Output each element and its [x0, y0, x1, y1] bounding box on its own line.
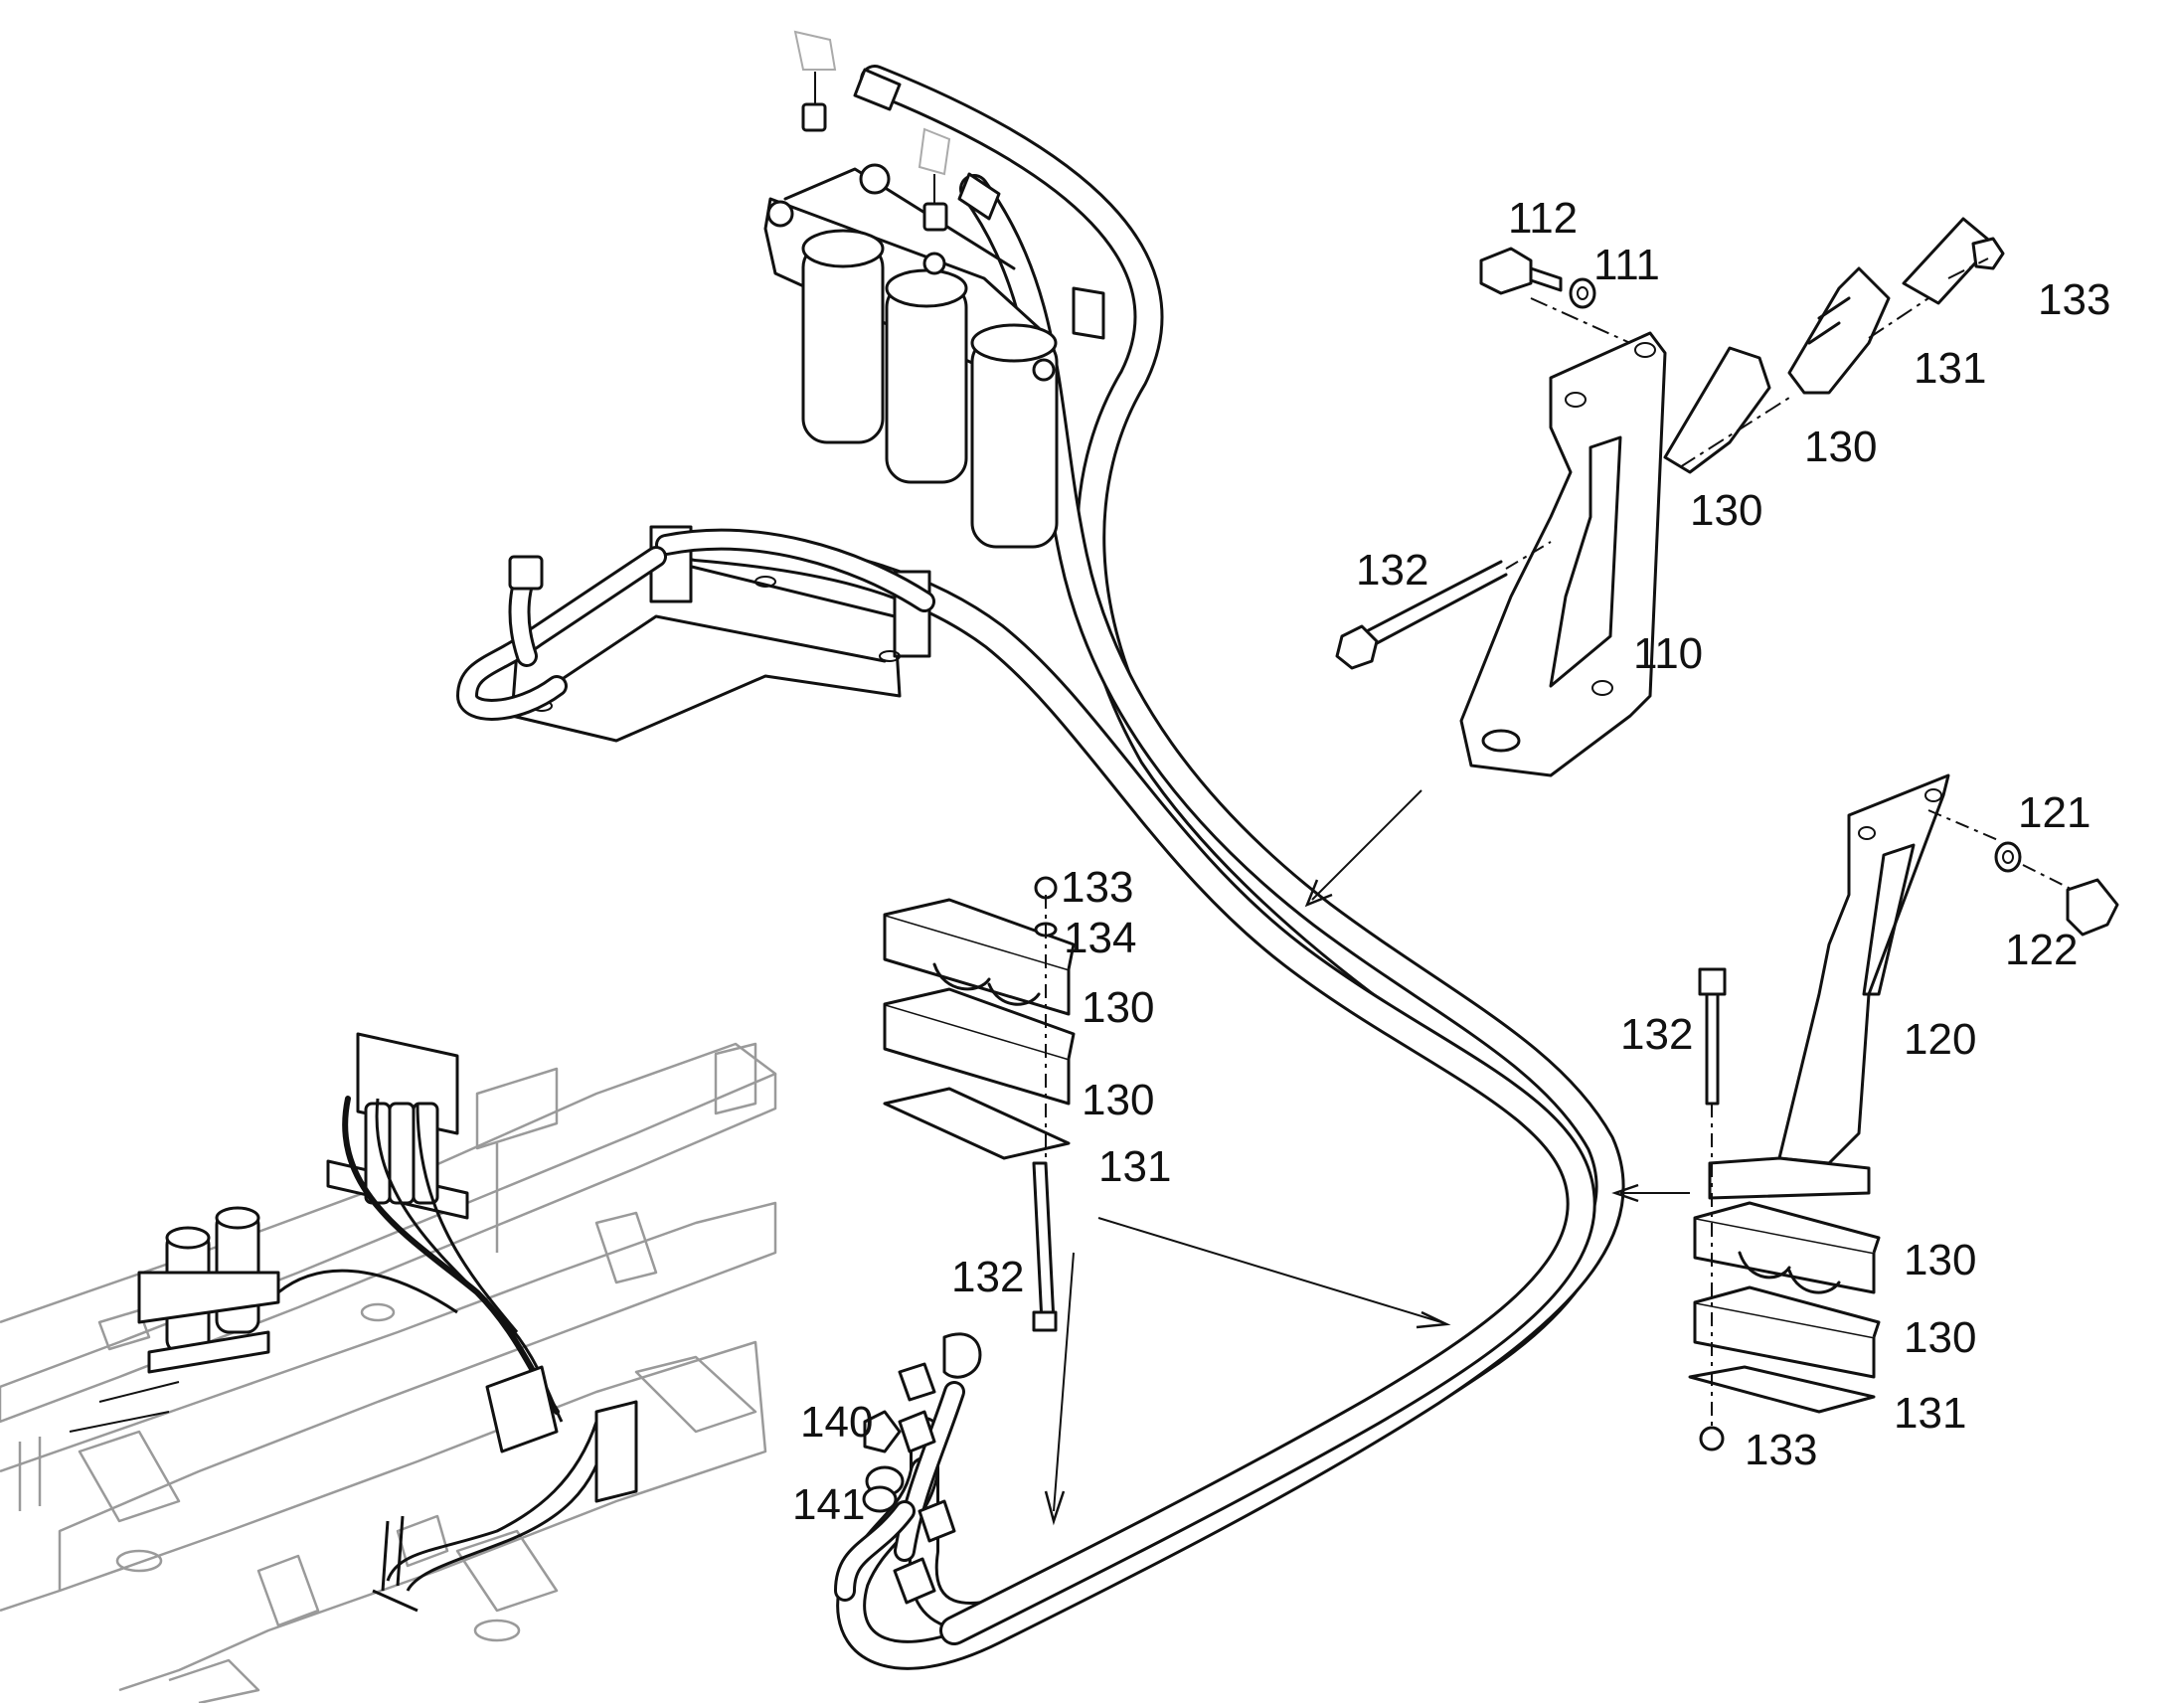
clamp-stack-middle	[883, 876, 1451, 1526]
clamp-stack-right	[1611, 967, 1881, 1452]
label-132: 132	[951, 1253, 1024, 1301]
clamp-130-upper	[1663, 217, 2005, 474]
bolt-132-upper	[1335, 541, 1552, 670]
chassis-overview	[0, 1032, 777, 1705]
label-130: 130	[1082, 1076, 1154, 1124]
callout-arrow-110	[1311, 789, 1422, 901]
bracket-110	[1459, 297, 1667, 777]
label-120: 120	[1904, 1015, 1976, 1064]
washer-121	[1994, 841, 2022, 873]
label-131: 131	[1894, 1389, 1966, 1438]
filter-assembly	[763, 30, 1105, 549]
label-122: 122	[2005, 926, 2078, 974]
label-140: 140	[800, 1398, 873, 1447]
part-labels: 112 111 133 131 130 130 132 110 121 122 …	[792, 194, 2110, 1529]
label-133: 133	[2038, 275, 2110, 324]
label-130: 130	[1904, 1313, 1976, 1362]
fitting-141	[862, 1465, 905, 1513]
label-132: 132	[1620, 1010, 1693, 1059]
label-130: 130	[1082, 983, 1154, 1032]
left-pipe-bracket	[456, 525, 935, 743]
label-131: 131	[1098, 1142, 1171, 1191]
label-132: 132	[1356, 546, 1428, 595]
label-133: 133	[1061, 863, 1133, 912]
hydraulic-hoses	[681, 65, 1625, 1670]
fitting-140	[863, 1410, 936, 1453]
label-130: 130	[1690, 486, 1762, 535]
label-131: 131	[1914, 344, 1986, 393]
label-111: 111	[1593, 241, 1660, 289]
label-112: 112	[1508, 194, 1578, 243]
label-110: 110	[1633, 629, 1703, 678]
bolt-122	[2022, 864, 2119, 937]
label-121: 121	[2018, 788, 2090, 837]
label-133: 133	[1745, 1426, 1817, 1474]
bolt-112	[1479, 247, 1563, 295]
label-130: 130	[1904, 1236, 1976, 1284]
bracket-120	[1708, 773, 1999, 1200]
washer-111	[1569, 277, 1596, 309]
label-134: 134	[1064, 914, 1136, 962]
label-130: 130	[1804, 423, 1877, 471]
callout-arrowhead-110	[1304, 879, 1333, 908]
overview-filter-assembly	[69, 1102, 439, 1433]
label-141: 141	[792, 1480, 865, 1529]
